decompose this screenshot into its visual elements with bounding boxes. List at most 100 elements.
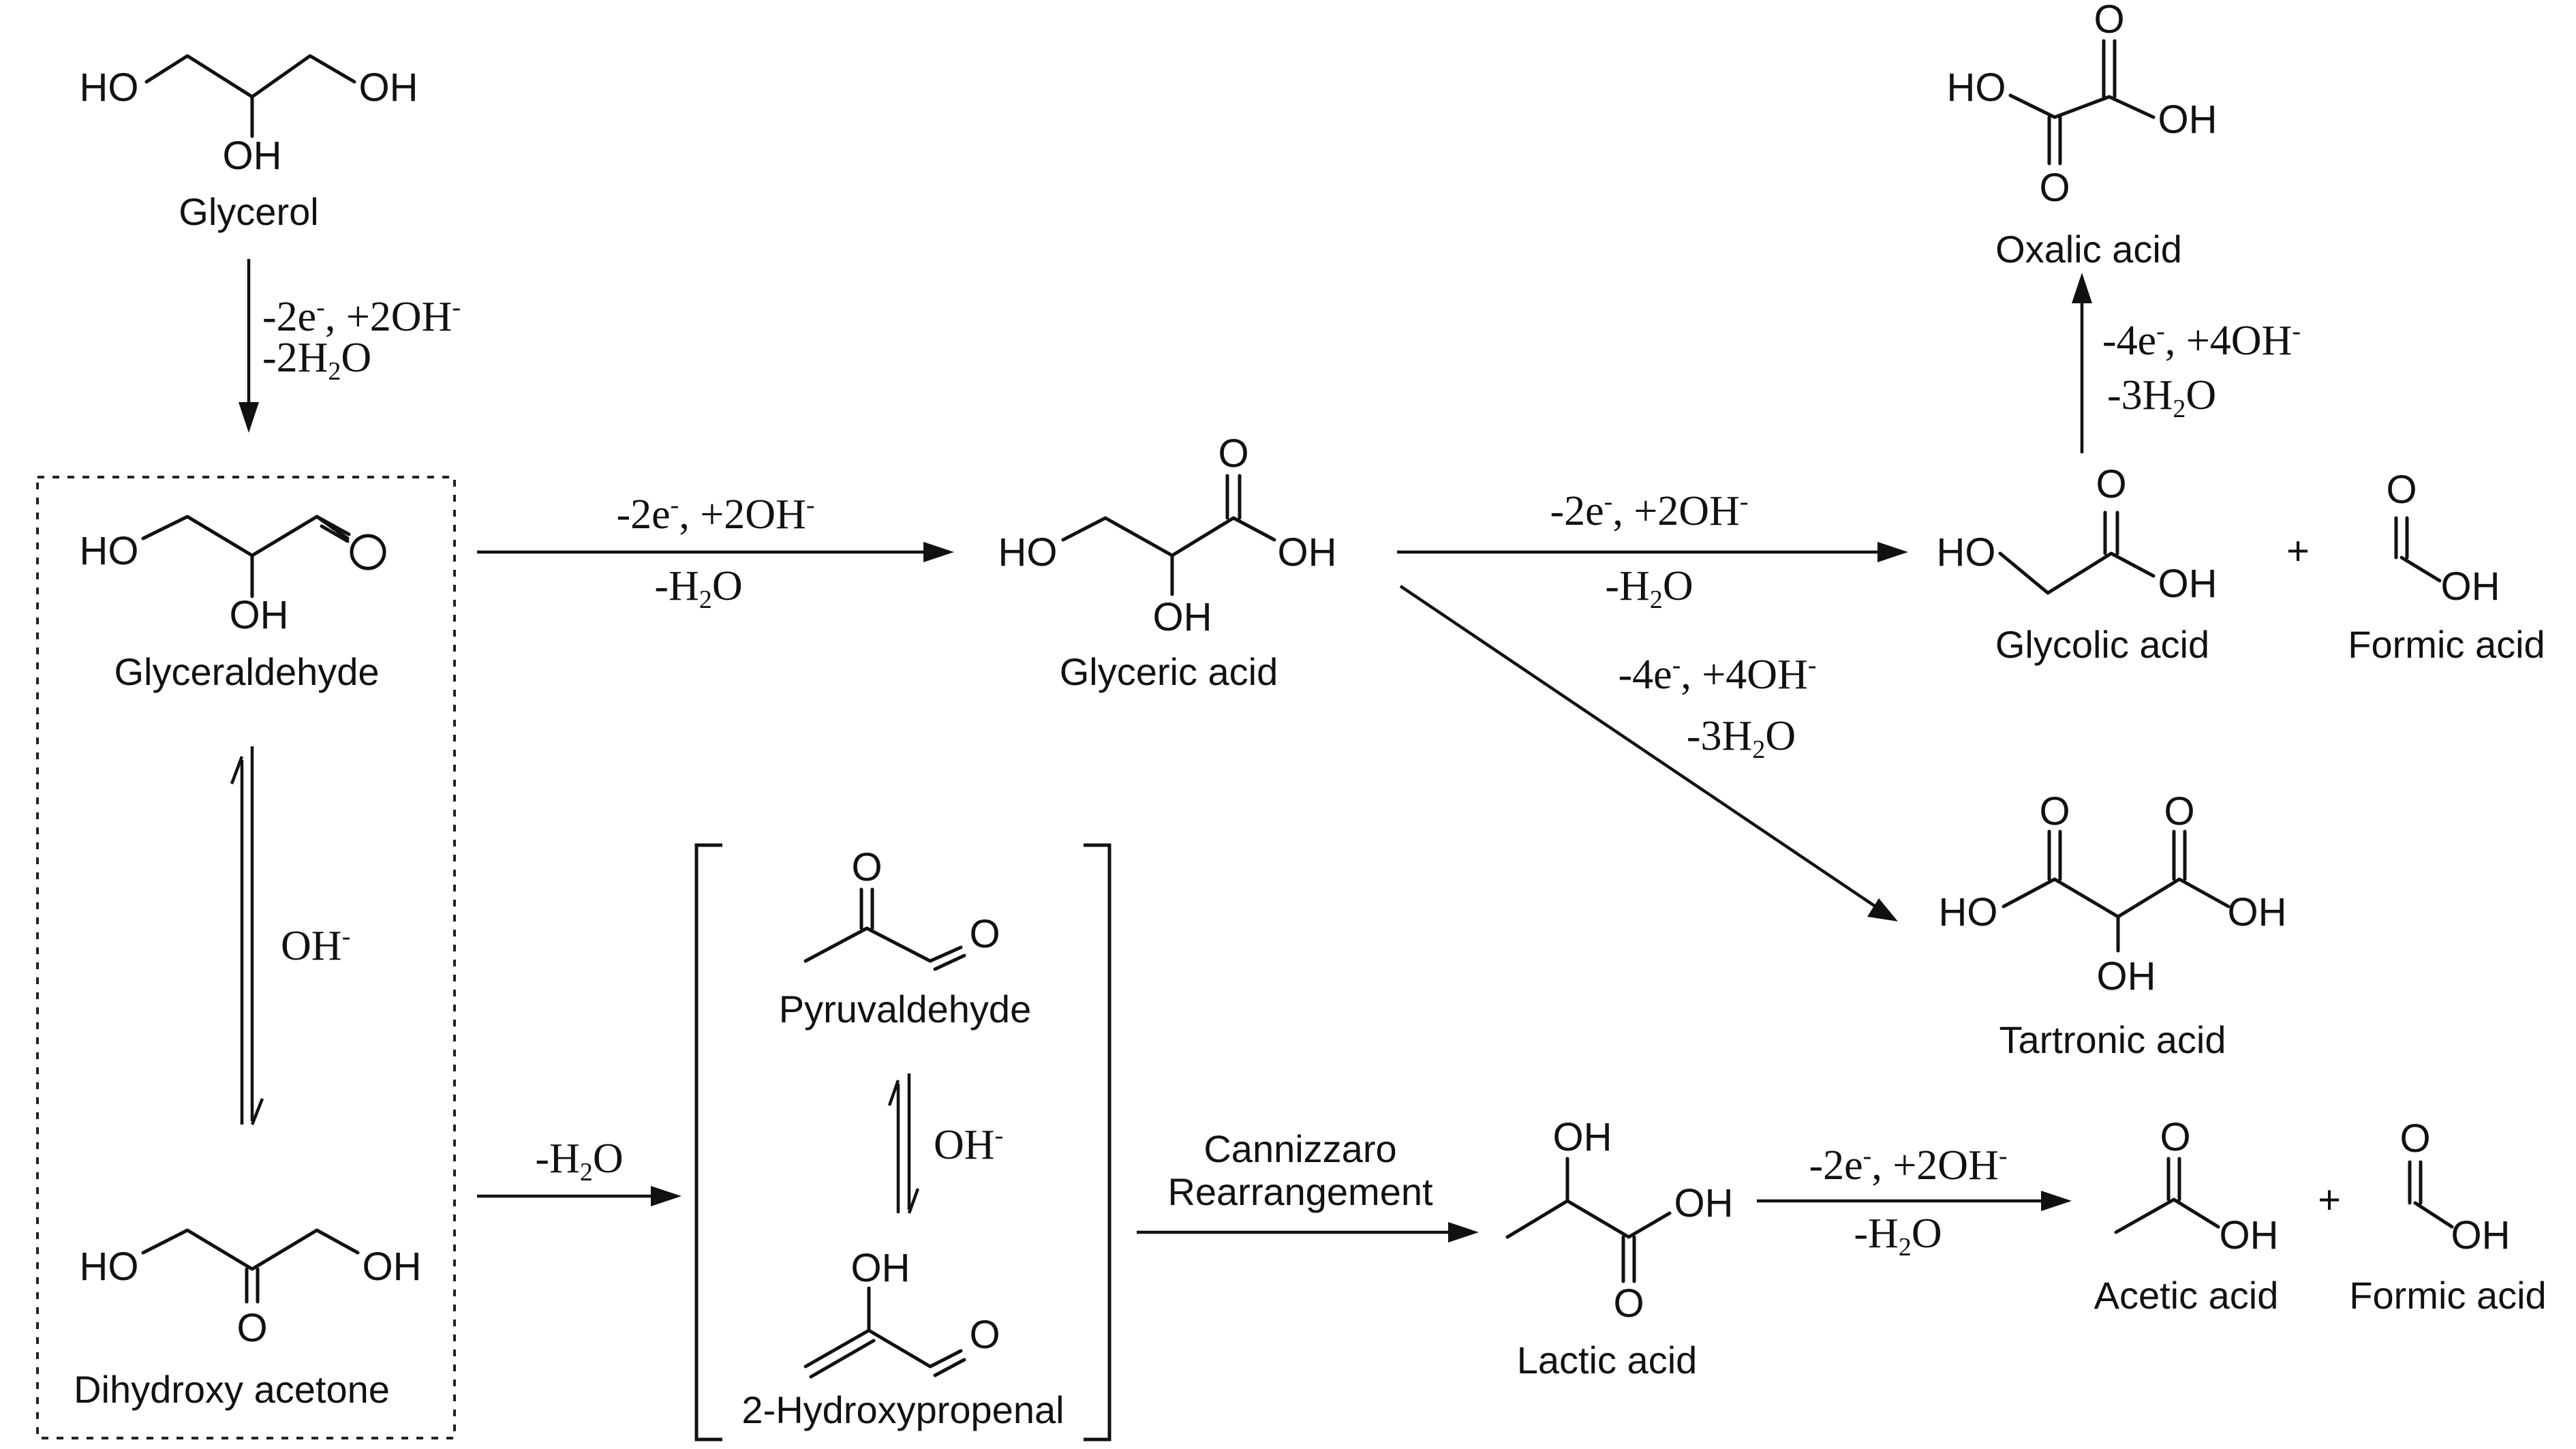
- condition-part: , +4OH: [1681, 652, 1808, 698]
- hydroxypropenal-oh-label: OH: [851, 1246, 910, 1290]
- condition-part: O: [1663, 563, 1693, 609]
- condition-subscript: 2: [699, 585, 712, 614]
- condition-part: O: [1912, 1210, 1942, 1257]
- tartronic-acid-o-label-2: O: [2164, 789, 2194, 834]
- condition-superscript: -: [2292, 317, 2301, 346]
- arrow-glyceric-to-glycolic-acid: [1397, 542, 1908, 562]
- dihydroxy-acetone-ho-label: HO: [80, 1245, 139, 1289]
- lactic-acid-o-label: O: [1613, 1281, 1644, 1326]
- glyceraldehyde-chain-bond: [141, 515, 350, 558]
- condition-part: -4e: [2102, 318, 2156, 364]
- condition-superscript: -: [1999, 1142, 2008, 1170]
- pyruvaldehyde-o-label: O: [851, 845, 882, 889]
- condition-superscript: -: [342, 922, 351, 951]
- glyceraldehyde-carbonyl-bond: [315, 515, 351, 536]
- condition-part: -H: [1854, 1210, 1898, 1257]
- tartronic-acid-name: Tartronic acid: [1999, 1018, 2226, 1061]
- condition-lactic-oxidation-line2: -H2O: [1854, 1210, 1942, 1262]
- lactic-acid-oh-label-2: OH: [1674, 1181, 1734, 1225]
- glyceric-acid-o-label: O: [1218, 431, 1248, 476]
- dihydroxy-acetone-o-label: O: [236, 1306, 267, 1350]
- glyceric-acid-ho-label: HO: [998, 530, 1058, 575]
- oxalic-acid-name: Oxalic acid: [1995, 228, 2182, 271]
- glyceric-acid-oh-label: OH: [1278, 530, 1337, 575]
- pyruvaldehyde-aldehyde-bond-2: [933, 954, 966, 971]
- arrow-head: [651, 1186, 681, 1206]
- acetic-acid-o-label: O: [2160, 1115, 2190, 1159]
- acetic-acid-name: Acetic acid: [2094, 1274, 2279, 1317]
- acetic-acid-chain-bond: [2114, 1198, 2220, 1234]
- condition-equilibrium-1: OH-: [281, 922, 350, 969]
- glycolic-acid-chain-bond: [1998, 551, 2156, 595]
- arrow-head: [923, 542, 954, 562]
- hydroxypropenal-chain-bond: [867, 1328, 963, 1369]
- condition-subscript: 2: [2173, 395, 2186, 423]
- condition-part: O: [341, 335, 371, 381]
- glyceric-acid-name: Glyceric acid: [1060, 650, 1278, 693]
- formic-acid-o-label-2: O: [2399, 1116, 2430, 1161]
- equilibrium-arrows-1: [230, 746, 264, 1125]
- condition-glyceric-to-tartronic-line1: -4e-, +4OH-: [1619, 651, 1817, 698]
- tartronic-acid-o-label: O: [2039, 789, 2070, 834]
- oxalic-acid-ho-label: HO: [1947, 65, 2006, 110]
- arrow-head: [2072, 273, 2092, 303]
- condition-part: O: [2186, 372, 2216, 418]
- arrow-head: [1877, 542, 1908, 562]
- condition-part: -3H: [2107, 372, 2173, 418]
- condition-superscript: -: [806, 491, 815, 519]
- glycolic-acid-name: Glycolic acid: [1995, 623, 2209, 666]
- oxalic-acid-chain-bond: [2008, 93, 2156, 119]
- condition-superscript: -: [1604, 487, 1613, 516]
- condition-part: -H: [654, 563, 699, 609]
- arrow-head: [1867, 898, 1898, 921]
- glyceraldehyde-name: Glyceraldehyde: [114, 650, 379, 693]
- condition-part: OH: [281, 923, 342, 969]
- glycolic-acid-oh-label: OH: [2158, 562, 2218, 606]
- glycerol-oh-label-2: OH: [223, 134, 282, 178]
- formic-acid-oh-bond: [2399, 555, 2442, 583]
- glycerol-oh-label: OH: [359, 65, 418, 110]
- condition-part: -4e: [1619, 652, 1672, 698]
- condition-glyceric-oxidation-line1: -2e-, +2OH-: [1550, 487, 1749, 534]
- formic-acid-structure-2: O OH: [2399, 1116, 2510, 1257]
- arrow-glycolic-to-oxalic-acid: [2072, 273, 2092, 453]
- condition-superscript: -: [1808, 651, 1817, 680]
- pyruvaldehyde-chain-bond: [803, 926, 963, 963]
- hydroxypropenal-aldehyde-bond-2: [933, 1358, 966, 1377]
- arrow-head: [2041, 1191, 2072, 1211]
- oxalic-acid-o-label: O: [2094, 0, 2124, 42]
- cannizzaro-label-line1: Cannizzaro: [1203, 1127, 1396, 1170]
- arrow-dehydration: [477, 1186, 681, 1206]
- condition-subscript: 2: [1650, 585, 1663, 614]
- formic-acid-structure-1: O OH: [2386, 468, 2500, 609]
- hydroxypropenal-vinyl-bond-2: [809, 1339, 876, 1379]
- tartronic-acid-structure: HO O O OH OH: [1939, 789, 2287, 998]
- condition-part: -H: [535, 1135, 579, 1182]
- equilibrium-head-down: [907, 1188, 920, 1214]
- acetic-acid-structure: O OH: [2114, 1115, 2279, 1257]
- condition-superscript: -: [316, 293, 325, 322]
- formic-acid-name-2: Formic acid: [2349, 1274, 2546, 1317]
- condition-part: -H: [1605, 563, 1649, 609]
- condition-glyceric-oxidation-line2: -H2O: [1605, 563, 1693, 614]
- condition-glycerol-oxidation-line2: -2H2O: [262, 335, 371, 386]
- oxalic-acid-oh-label: OH: [2158, 97, 2218, 142]
- condition-lactic-oxidation-line1: -2e-, +2OH-: [1809, 1142, 2008, 1189]
- condition-subscript: 2: [328, 357, 341, 386]
- lactic-acid-oh-label: OH: [1553, 1115, 1612, 1159]
- condition-superscript: -: [1863, 1142, 1872, 1170]
- tartronic-acid-ho-label: HO: [1939, 890, 1998, 934]
- arrow-head: [239, 402, 259, 433]
- condition-part: , +2OH: [1612, 488, 1740, 534]
- condition-part: -2H: [262, 335, 328, 381]
- condition-dehydration: -H2O: [535, 1135, 623, 1187]
- oxalic-acid-o-label-2: O: [2039, 166, 2070, 210]
- tartronic-acid-chain-bond: [2002, 877, 2230, 919]
- condition-glycerol-oxidation-line1: -2e-, +2OH-: [262, 293, 461, 340]
- glyceraldehyde-structure: HO OH: [80, 515, 386, 637]
- formic-acid-o-label: O: [2386, 468, 2417, 512]
- pyruvaldehyde-o-label-2: O: [969, 912, 1000, 956]
- formic-acid-oh-bond: [2413, 1201, 2454, 1229]
